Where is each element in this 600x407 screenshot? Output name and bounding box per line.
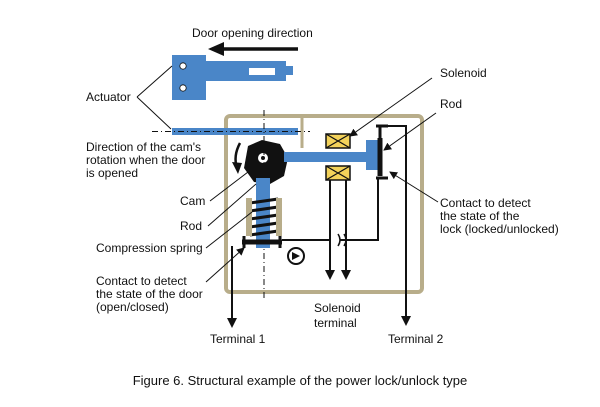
actuator xyxy=(172,55,293,100)
contact-door-leader xyxy=(205,247,245,283)
contact-lock-leader xyxy=(389,171,439,203)
vertical-rod xyxy=(256,178,270,248)
solenoid-rod-head xyxy=(366,140,380,170)
door-contact-tabs xyxy=(242,236,282,248)
figure-caption: Figure 6. Structural example of the powe… xyxy=(133,373,468,388)
cam-leader xyxy=(209,171,249,202)
cam-rotation-label-1: Direction of the cam's xyxy=(86,140,201,154)
rod-top-label: Rod xyxy=(440,97,462,111)
contact-lock-label-3: lock (locked/unlocked) xyxy=(440,222,559,236)
housing xyxy=(224,114,424,294)
cam xyxy=(244,140,288,184)
contact-door-label-2: the state of the door xyxy=(96,287,203,301)
contact-door-label-1: Contact to detect xyxy=(96,274,187,288)
solenoid-terminal-label-2: terminal xyxy=(314,316,357,330)
cam-label: Cam xyxy=(180,194,205,208)
compression-spring xyxy=(249,197,279,237)
solenoid-rod xyxy=(284,152,380,162)
contact-door-label-3: (open/closed) xyxy=(96,300,169,314)
solenoid-leader xyxy=(349,77,433,137)
terminal-1-label: Terminal 1 xyxy=(210,332,266,346)
compression-spring-label: Compression spring xyxy=(96,241,203,255)
rod-left-leader xyxy=(207,183,257,227)
rod-left-label: Rod xyxy=(180,219,202,233)
solenoid-terminal-label-1: Solenoid xyxy=(314,301,361,315)
solenoid-label: Solenoid xyxy=(440,66,487,80)
spring-guide-left xyxy=(246,198,252,236)
door-direction-arrow xyxy=(208,42,298,56)
spring-guide-right xyxy=(276,198,282,236)
wire-crossover xyxy=(337,233,347,247)
cam-rotation-arrowhead xyxy=(232,162,242,174)
cam-rotation-label-3: is opened xyxy=(86,166,138,180)
door-direction-label: Door opening direction xyxy=(192,26,313,40)
direction-symbol xyxy=(287,247,305,265)
solenoid-coils xyxy=(325,133,351,181)
cam-rotation-label-2: rotation when the door xyxy=(86,153,205,167)
spring-leader xyxy=(205,211,253,249)
contact-lock-label-1: Contact to detect xyxy=(440,196,531,210)
contact-lock-label-2: the state of the xyxy=(440,209,520,223)
rod-top-leader xyxy=(383,112,437,151)
terminal-arrows xyxy=(227,270,411,328)
actuator-label: Actuator xyxy=(86,90,131,104)
actuator-leaders xyxy=(136,65,173,130)
terminal-2-label: Terminal 2 xyxy=(388,332,444,346)
